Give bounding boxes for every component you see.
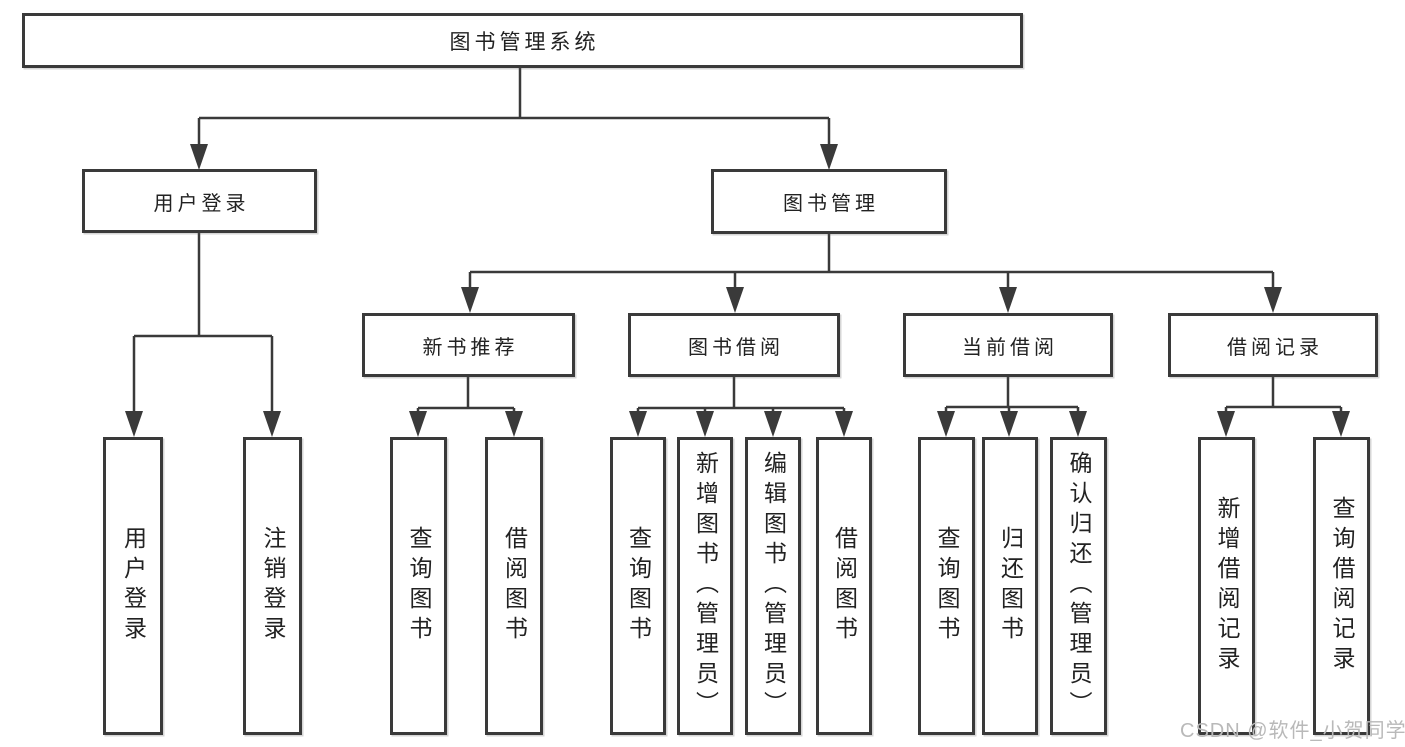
leaf-confirm-return-admin-label: 确认归还（管理员） [1066, 451, 1092, 721]
leaf-add-books-admin: 新增图书（管理员） [677, 437, 733, 735]
leaf-borrow-books-recommend: 借阅图书 [485, 437, 543, 735]
leaf-query-borrow-record-label: 查询借阅记录 [1329, 496, 1355, 676]
leaf-query-books-borrowing: 查询图书 [610, 437, 666, 735]
node-borrowing-records-label: 借阅记录 [1227, 336, 1323, 359]
node-root-system: 图书管理系统 [22, 13, 1023, 68]
leaf-query-borrow-record: 查询借阅记录 [1313, 437, 1370, 735]
leaf-confirm-return-admin: 确认归还（管理员） [1050, 437, 1107, 735]
leaf-borrow-books: 借阅图书 [816, 437, 872, 735]
leaf-query-books-recommend: 查询图书 [390, 437, 447, 735]
leaf-add-borrow-record: 新增借阅记录 [1198, 437, 1255, 735]
leaf-edit-books-admin: 编辑图书（管理员） [745, 437, 801, 735]
leaf-query-books-recommend-label: 查询图书 [406, 526, 432, 646]
node-borrowing-records: 借阅记录 [1168, 313, 1378, 377]
node-book-management: 图书管理 [711, 169, 947, 234]
leaf-user-login-label: 用户登录 [120, 526, 147, 646]
node-current-borrowing-label: 当前借阅 [962, 336, 1058, 359]
leaf-query-books-current: 查询图书 [918, 437, 975, 735]
node-new-book-recommend: 新书推荐 [362, 313, 575, 377]
leaf-logout: 注销登录 [243, 437, 302, 735]
leaf-borrow-books-recommend-label: 借阅图书 [501, 526, 528, 646]
csdn-watermark: CSDN @软件_小贺同学 [1180, 720, 1405, 742]
node-book-borrowing: 图书借阅 [628, 313, 840, 377]
leaf-logout-label: 注销登录 [260, 526, 286, 646]
leaf-return-books: 归还图书 [982, 437, 1038, 735]
leaf-return-books-label: 归还图书 [997, 526, 1024, 646]
node-new-book-recommend-label: 新书推荐 [422, 336, 519, 359]
leaf-borrow-books-label: 借阅图书 [831, 526, 858, 646]
leaf-add-books-admin-label: 新增图书（管理员） [692, 451, 719, 721]
leaf-add-borrow-record-label: 新增借阅记录 [1214, 496, 1240, 676]
arrowheads [125, 144, 1350, 437]
leaf-user-login: 用户登录 [103, 437, 163, 735]
leaf-query-books-current-label: 查询图书 [934, 526, 960, 646]
node-current-borrowing: 当前借阅 [903, 313, 1113, 377]
node-root-system-label: 图书管理系统 [449, 30, 600, 54]
node-book-borrowing-label: 图书借阅 [688, 336, 784, 359]
node-book-management-label: 图书管理 [783, 193, 879, 215]
leaf-edit-books-admin-label: 编辑图书（管理员） [760, 451, 787, 721]
node-user-login-branch: 用户登录 [82, 169, 317, 233]
node-user-login-branch-label: 用户登录 [153, 192, 250, 215]
leaf-query-books-borrowing-label: 查询图书 [625, 526, 652, 646]
